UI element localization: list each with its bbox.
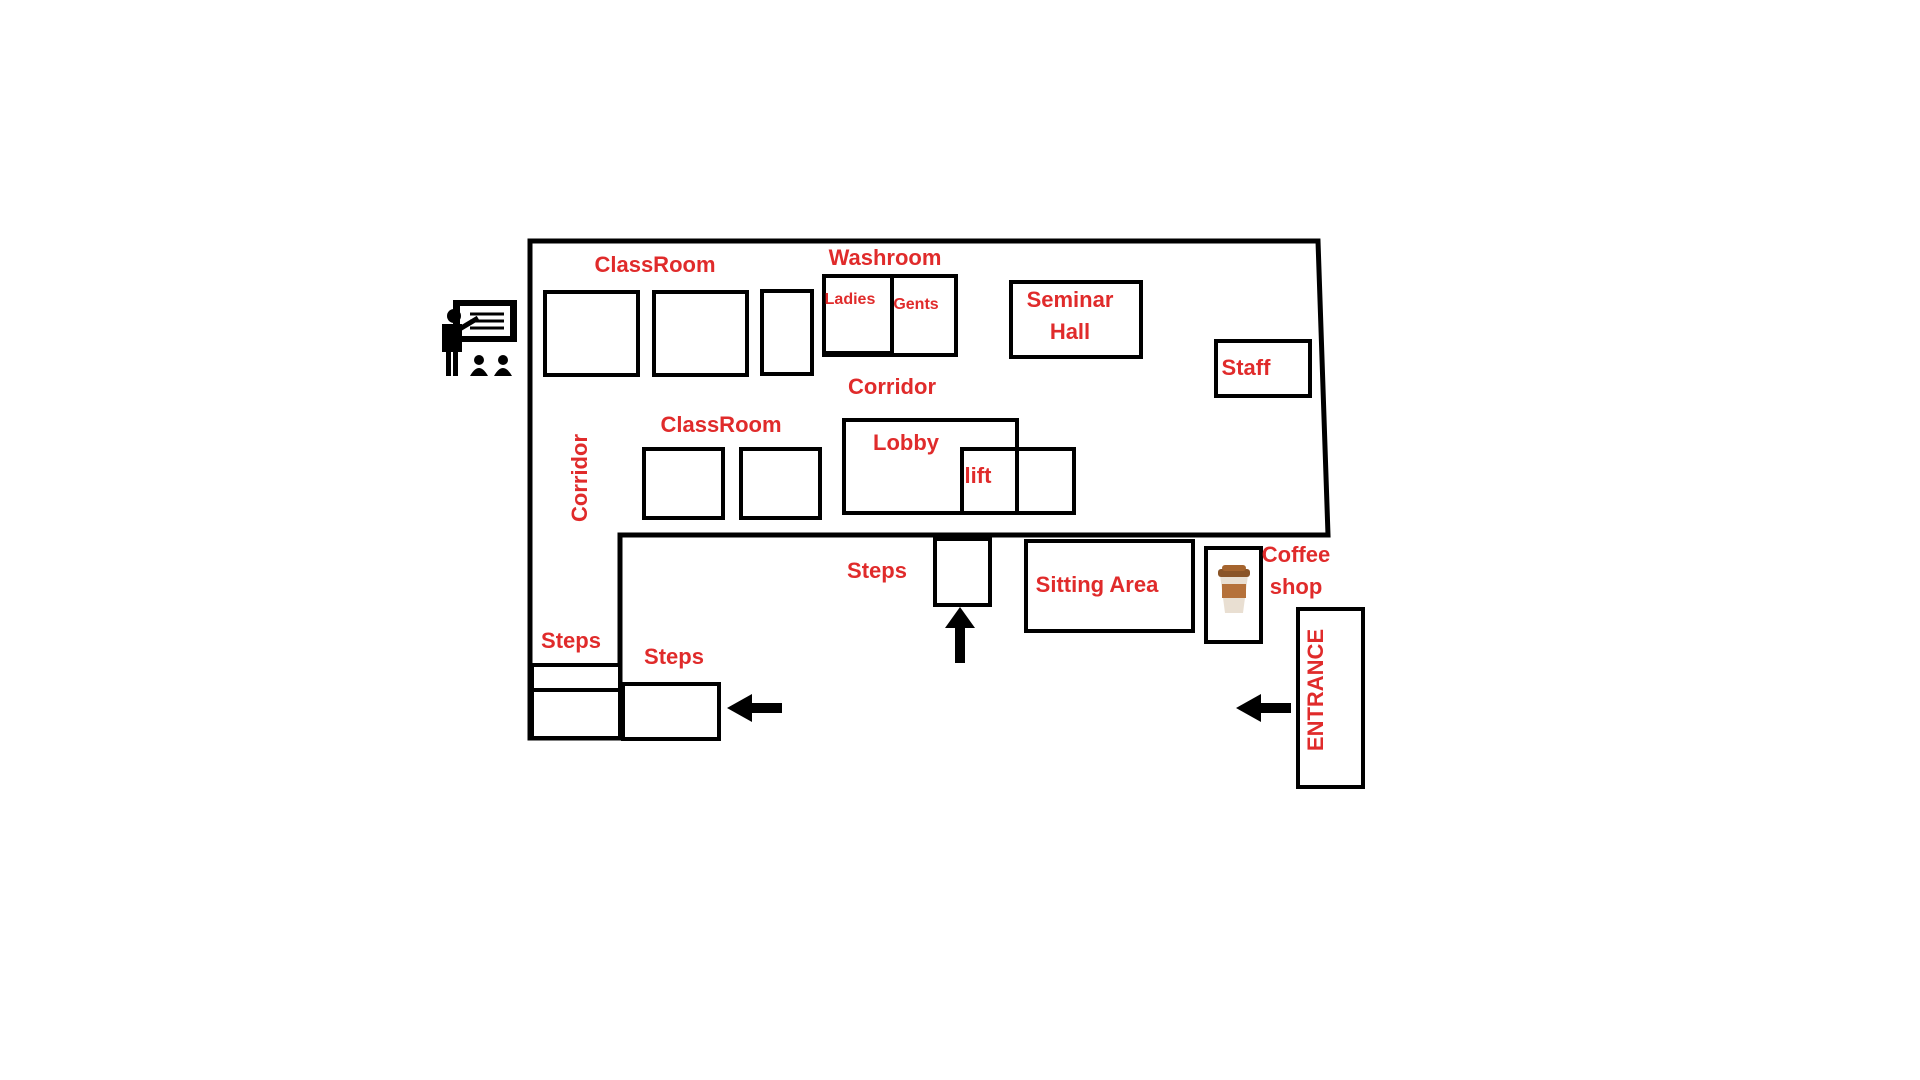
classroom-2[interactable] [652, 290, 749, 377]
entrance-box[interactable] [1296, 607, 1365, 789]
arrow-up-icon [945, 607, 975, 663]
seminar-label-line2: Hall [1050, 319, 1090, 344]
steps-left-lower[interactable] [530, 688, 622, 740]
steps-bottom-label: Steps [644, 644, 704, 669]
staff-room[interactable] [1214, 339, 1312, 398]
coffee-shop-label-line1: Coffee [1262, 542, 1330, 567]
lobby-label: Lobby [873, 430, 940, 455]
small-room[interactable] [760, 289, 814, 376]
classroom-top-label: ClassRoom [594, 252, 715, 277]
steps-left-upper[interactable] [530, 663, 622, 692]
classroom-4[interactable] [739, 447, 822, 520]
gents-label: Gents [893, 296, 938, 313]
sitting-area[interactable] [1024, 539, 1195, 633]
teacher-board-icon [442, 300, 517, 376]
arrow-left-entrance-icon [1236, 694, 1291, 722]
coffee-cup-icon [1218, 565, 1250, 613]
seminar-label-line1: Seminar [1027, 287, 1114, 312]
sitting-area-label: Sitting Area [1036, 572, 1159, 597]
seminar-hall[interactable] [1009, 280, 1143, 359]
arrow-left-icon [727, 694, 782, 722]
washroom-label: Washroom [829, 245, 942, 270]
coffee-shop-label-line2: shop [1270, 574, 1323, 599]
corridor-left-label: Corridor [567, 434, 592, 522]
steps-center-box[interactable] [933, 537, 992, 607]
steps-center-label: Steps [847, 558, 907, 583]
classroom-1[interactable] [543, 290, 640, 377]
entrance-label: ENTRANCE [1303, 629, 1328, 751]
staff-label: Staff [1222, 355, 1272, 380]
lift-side-room[interactable] [1015, 447, 1076, 515]
classroom-3[interactable] [642, 447, 725, 520]
corridor-top-label: Corridor [848, 374, 936, 399]
ladies-label: Ladies [825, 291, 876, 308]
classroom-mid-label: ClassRoom [660, 412, 781, 437]
steps-bottom[interactable] [621, 682, 721, 741]
lift-label: lift [965, 463, 993, 488]
steps-left-label: Steps [541, 628, 601, 653]
